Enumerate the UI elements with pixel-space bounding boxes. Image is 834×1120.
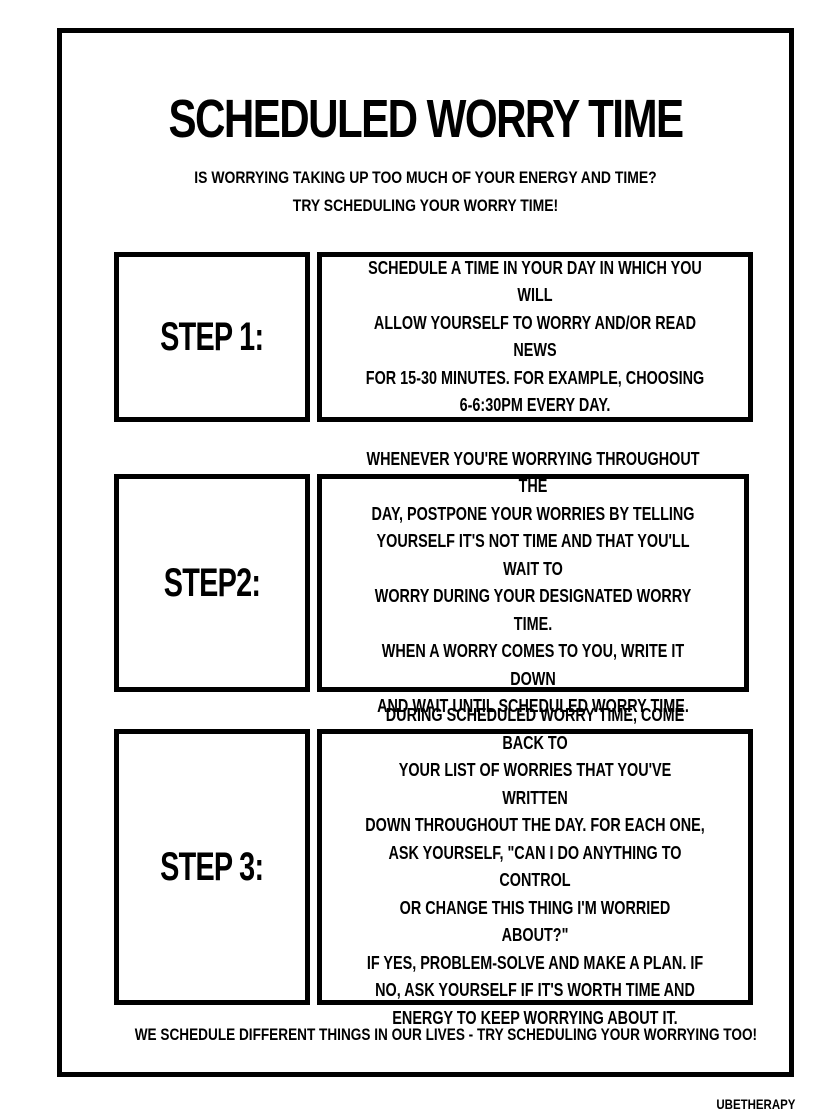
step-2-text: WHENEVER YOU'RE WORRYING THROUGHOUT THE … bbox=[366, 448, 700, 717]
step-3-label-box: STEP 3: bbox=[114, 729, 310, 1005]
step-3-label: STEP 3: bbox=[160, 844, 264, 889]
step-1-text-box: SCHEDULE A TIME IN YOUR DAY IN WHICH YOU… bbox=[317, 252, 753, 422]
worksheet-page: SCHEDULED WORRY TIME IS WORRYING TAKING … bbox=[57, 28, 794, 1077]
page-title: SCHEDULED WORRY TIME bbox=[168, 89, 684, 149]
step-1-label: STEP 1: bbox=[160, 314, 264, 359]
subtitle-line-2: TRY SCHEDULING YOUR WORRY TIME! bbox=[292, 196, 559, 215]
step-2-label-box: STEP2: bbox=[114, 474, 310, 692]
step-1-text: SCHEDULE A TIME IN YOUR DAY IN WHICH YOU… bbox=[365, 257, 705, 416]
credit-text: UBETHERAPY bbox=[715, 1096, 795, 1112]
step-2-label: STEP2: bbox=[163, 560, 261, 605]
step-2-text-box: WHENEVER YOU'RE WORRYING THROUGHOUT THE … bbox=[317, 449, 749, 716]
step-3-text: DURING SCHEDULED WORRY TIME, COME BACK T… bbox=[365, 705, 705, 1028]
footer-tagline: WE SCHEDULE DIFFERENT THINGS IN OUR LIVE… bbox=[134, 1025, 758, 1044]
step-1-label-box: STEP 1: bbox=[114, 252, 310, 422]
step-3-text-box: DURING SCHEDULED WORRY TIME, COME BACK T… bbox=[317, 705, 753, 1028]
subtitle-line-1: IS WORRYING TAKING UP TOO MUCH OF YOUR E… bbox=[194, 168, 657, 187]
